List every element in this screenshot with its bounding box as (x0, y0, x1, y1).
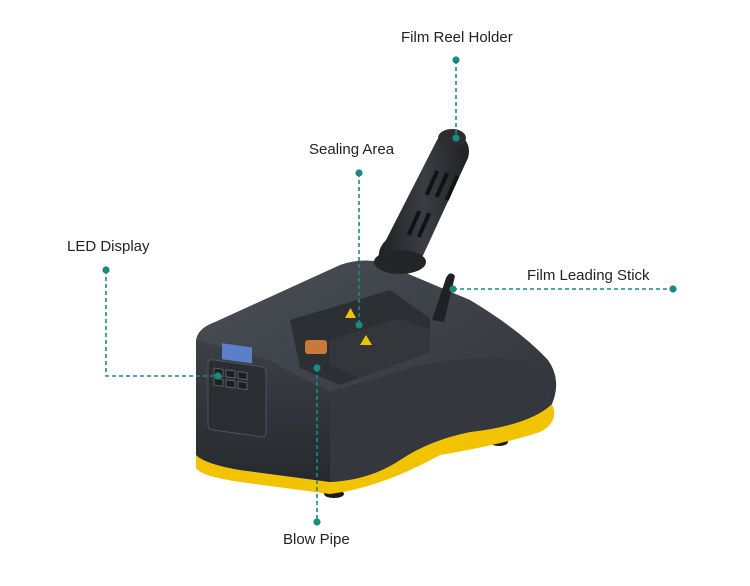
sealing-cover (330, 318, 430, 378)
callout-dot-blow-pipe (313, 518, 321, 526)
callout-dot-led-display (102, 266, 110, 274)
handle-base (374, 250, 426, 274)
callout-dot-film-reel-holder (452, 56, 460, 64)
film-leading-stick-part (432, 273, 455, 322)
callout-dot-sealing-area (355, 321, 363, 329)
label-blow-pipe: Blow Pipe (283, 531, 350, 548)
base-trim (196, 404, 555, 494)
handle-cap (438, 129, 466, 147)
film-roller (305, 340, 327, 354)
callout-lines (102, 56, 677, 526)
label-film-reel-holder: Film Reel Holder (401, 29, 513, 46)
label-film-leading-stick: Film Leading Stick (527, 267, 650, 284)
callout-dot-film-leading-stick (449, 285, 457, 293)
label-led-display: LED Display (67, 238, 150, 255)
machine-body-side (330, 358, 552, 482)
warning-sticker (360, 335, 372, 345)
film-reel-holder-part (378, 132, 469, 273)
led-screen (222, 343, 252, 364)
callout-dot-film-reel-holder (452, 134, 460, 142)
callout-dot-sealing-area (355, 169, 363, 177)
handle-slots (406, 170, 460, 238)
callout-dot-film-leading-stick (669, 285, 677, 293)
callout-dot-blow-pipe (313, 364, 321, 372)
callout-leader-led-display (105, 270, 218, 377)
label-sealing-area: Sealing Area (309, 141, 395, 158)
warning-sticker (345, 308, 356, 318)
callout-dot-led-display (214, 372, 222, 380)
